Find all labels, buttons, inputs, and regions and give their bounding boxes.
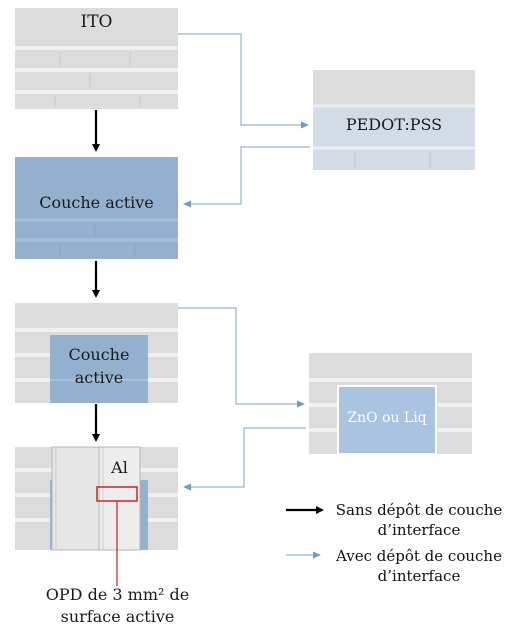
arrow-zno-to-al	[183, 427, 306, 491]
opd-annotation-line2: surface active	[60, 607, 175, 626]
legend-item-without-interface: Sans dépôt de couche d’interface	[324, 500, 514, 540]
legend-without-line2: d’interface	[377, 521, 461, 539]
legend-with-line2: d’interface	[377, 567, 461, 585]
ito-label: ITO	[80, 12, 113, 32]
ito-substrate	[15, 8, 178, 109]
legend-with-line1: Avec dépôt de couche	[336, 547, 502, 565]
arrow-patterned-to-zno	[178, 307, 305, 408]
pedot-substrate	[313, 70, 475, 170]
zno-label: ZnO ou Liq	[347, 410, 427, 426]
arrow-ito-to-pedot	[178, 33, 309, 129]
legend-without-line1: Sans dépôt de couche	[335, 501, 503, 519]
patterned-active-label-line2: active	[74, 368, 124, 387]
opd-annotation-line1: OPD de 3 mm² de	[45, 585, 190, 604]
pedot-label: PEDOT:PSS	[345, 115, 443, 134]
patterned-active-label: Couche active	[50, 343, 148, 389]
active-layer-label: Couche active	[39, 193, 154, 212]
zno-substrate	[309, 353, 472, 455]
arrow-pedot-to-active	[183, 146, 310, 208]
opd-annotation: OPD de 3 mm² de surface active	[15, 584, 220, 628]
al-label: Al	[111, 458, 128, 477]
patterned-active-label-line1: Couche	[68, 345, 130, 364]
active-layer-substrate	[15, 157, 178, 259]
patterned-active-substrate	[15, 303, 178, 403]
aluminium-device	[15, 446, 178, 551]
legend-item-with-interface: Avec dépôt de couche d’interface	[324, 546, 514, 586]
